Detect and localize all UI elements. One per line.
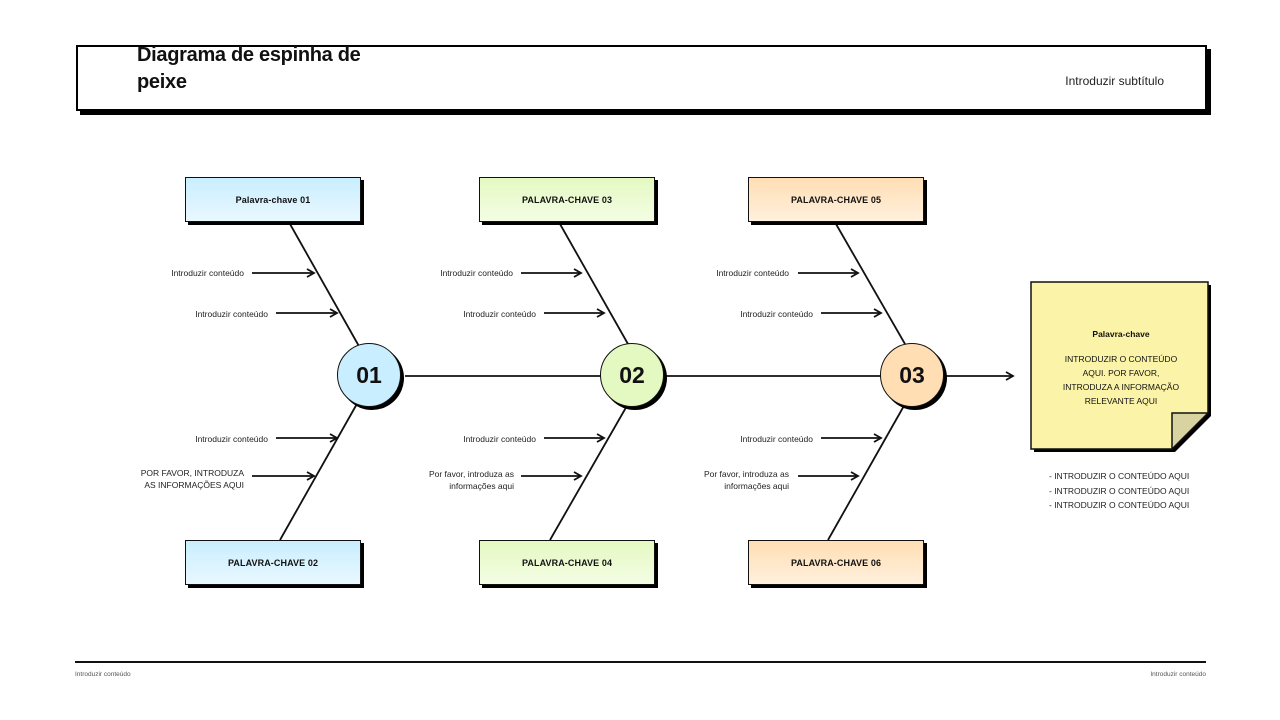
content-label: Introduzir conteúdo (716, 268, 789, 278)
header-box (76, 45, 1207, 111)
bullet-item: - INTRODUZIR O CONTEÚDO AQUI (1049, 500, 1190, 510)
info-label: Por favor, introduza as informações aqui (428, 469, 514, 491)
note-bullets: - INTRODUZIR O CONTEÚDO AQUI - INTRODUZI… (1049, 469, 1189, 513)
bullet-item: - INTRODUZIR O CONTEÚDO AQUI (1049, 485, 1190, 496)
content-label: Introduzir conteúdo (195, 309, 268, 319)
footer-left-text: Introduzir conteúdo (75, 671, 131, 678)
bone-03-top (835, 223, 906, 345)
footer-divider (75, 661, 1206, 663)
keyword-box-01: Palavra-chave 01 (185, 177, 361, 222)
keyword-box-06: PALAVRA-CHAVE 06 (748, 540, 924, 585)
node-03: 03 (880, 343, 944, 407)
content-label: Introduzir conteúdo (463, 309, 536, 319)
content-label: Introduzir conteúdo (740, 434, 813, 444)
bone-02-top (559, 223, 629, 345)
node-01: 01 (337, 343, 401, 407)
note-title: Palavra-chave (1092, 329, 1150, 339)
footer-right-text: Introduzir conteúdo (1150, 671, 1206, 678)
keyword-box-03: PALAVRA-CHAVE 03 (479, 177, 655, 222)
content-label: Introduzir conteúdo (740, 309, 813, 319)
node-02: 02 (600, 343, 664, 407)
bullet-item: - INTRODUZIR O CONTEÚDO AQUI (1049, 471, 1190, 481)
info-label: POR FAVOR, INTRODUZA AS INFORMAÇÕES AQUI (140, 468, 244, 490)
keyword-box-05: PALAVRA-CHAVE 05 (748, 177, 924, 222)
content-label: Introduzir conteúdo (463, 434, 536, 444)
content-label: Introduzir conteúdo (195, 434, 268, 444)
bone-02-bottom (549, 403, 629, 541)
page-title: Diagrama de espinha de peixe (137, 44, 361, 93)
content-label: Introduzir conteúdo (440, 268, 513, 278)
bone-01-bottom (279, 401, 359, 541)
info-label: Por favor, introduza as informações aqui (703, 469, 789, 491)
bone-03-bottom (827, 403, 906, 541)
content-label: Introduzir conteúdo (171, 268, 244, 278)
note-fold (1171, 412, 1210, 451)
note-body-text: INTRODUZIR O CONTEÚDO AQUI. POR FAVOR, I… (1062, 354, 1180, 406)
keyword-box-02: PALAVRA-CHAVE 02 (185, 540, 361, 585)
bone-01-top (289, 223, 361, 349)
keyword-box-04: PALAVRA-CHAVE 04 (479, 540, 655, 585)
page-subtitle: Introduzir subtítulo (1065, 74, 1164, 88)
